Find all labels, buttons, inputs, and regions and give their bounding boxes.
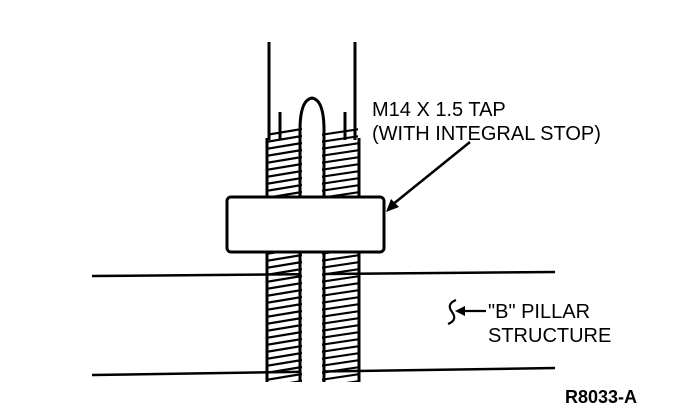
tap-callout-line2: (WITH INTEGRAL STOP)	[372, 123, 601, 145]
thread-line	[322, 317, 358, 325]
thread-line	[268, 337, 302, 346]
thread-line	[322, 156, 358, 164]
thread-line	[268, 134, 302, 143]
thread-line	[268, 127, 302, 136]
thread-line	[322, 254, 358, 262]
thread-line	[322, 142, 358, 150]
pillar-callout-line1: "B" PILLAR	[488, 301, 590, 323]
thread-line	[322, 352, 358, 360]
thread-line	[322, 282, 358, 290]
thread-line	[322, 303, 358, 311]
thread-line	[268, 148, 302, 157]
tap-shank	[267, 42, 357, 140]
thread-line	[322, 310, 358, 318]
thread-line	[268, 351, 302, 360]
thread-line	[322, 359, 358, 367]
thread-line	[322, 373, 358, 381]
thread-line	[268, 323, 302, 332]
thread-line	[322, 135, 358, 143]
thread-line	[322, 338, 358, 346]
thread-line	[322, 275, 358, 283]
tap-callout-leader	[386, 141, 471, 212]
pillar-callout-leader	[447, 298, 486, 326]
thread-line	[268, 162, 302, 171]
thread-line	[322, 324, 358, 332]
pillar-callout-arrowhead	[455, 306, 465, 316]
thread-line	[322, 296, 358, 304]
thread-line	[322, 128, 358, 136]
thread-line	[268, 302, 302, 311]
figure-code: R8033-A	[565, 387, 637, 407]
thread-line	[268, 176, 302, 185]
integral-stop-collar	[225, 195, 386, 254]
thread-line	[322, 261, 358, 269]
tap-callout-line1: M14 X 1.5 TAP	[372, 99, 506, 121]
thread-line	[322, 184, 358, 192]
thread-line	[322, 345, 358, 353]
thread-line	[345, 380, 358, 382]
thread-line	[268, 169, 302, 178]
thread-line	[322, 268, 358, 276]
thread-line	[268, 281, 302, 290]
thread-line	[268, 288, 302, 297]
thread-line	[268, 141, 302, 150]
thread-line	[268, 372, 302, 381]
thread-line	[268, 183, 302, 192]
thread-line	[268, 253, 302, 262]
thread-line	[268, 260, 302, 269]
thread-line	[268, 344, 302, 353]
pillar-callout-line2: STRUCTURE	[488, 325, 611, 347]
thread-line	[268, 316, 302, 325]
thread-line	[268, 274, 302, 283]
thread-line	[322, 331, 358, 339]
thread-line	[322, 366, 358, 374]
thread-line	[268, 295, 302, 304]
tap-callout-arrowhead	[386, 199, 399, 212]
thread-line	[322, 170, 358, 178]
thread-line	[268, 267, 302, 276]
thread-line	[268, 365, 302, 374]
thread-line	[268, 330, 302, 339]
thread-line	[268, 155, 302, 164]
thread-line	[322, 289, 358, 297]
thread-line	[322, 149, 358, 157]
thread-line	[322, 163, 358, 171]
thread-line	[289, 379, 302, 382]
thread-line	[268, 309, 302, 318]
thread-line	[268, 358, 302, 367]
thread-line	[322, 177, 358, 185]
